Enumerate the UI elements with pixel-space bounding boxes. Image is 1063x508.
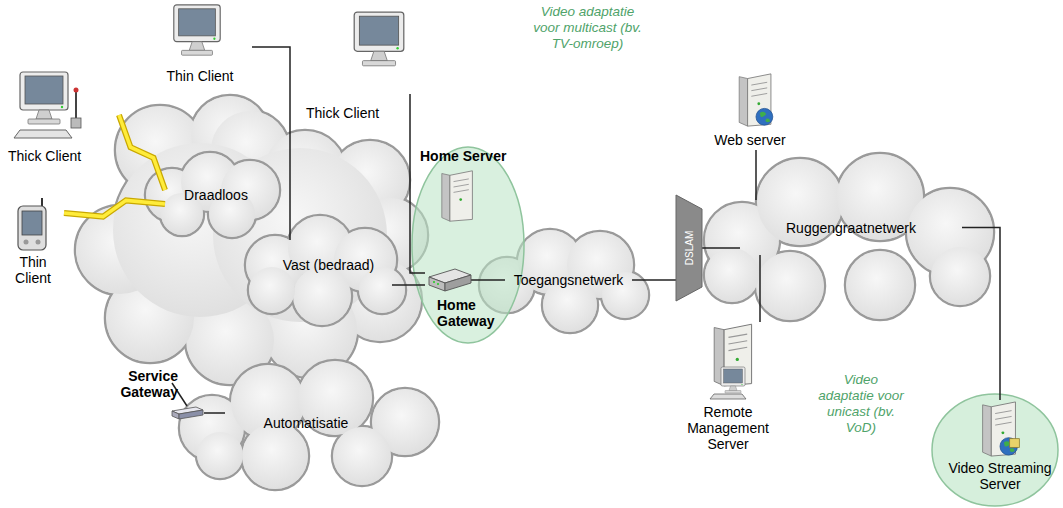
server-icon [440, 168, 476, 224]
home-server: Home Server [414, 148, 508, 228]
node-label: DSLAM [684, 231, 695, 265]
wireless-link [64, 200, 165, 216]
node-label: Thin Client [150, 68, 250, 84]
node-label: Video Streaming Server [946, 460, 1054, 492]
globe-icon [736, 72, 776, 128]
network-link [204, 413, 225, 414]
globeBox-icon [980, 400, 1020, 458]
node-label: Service Gateway [108, 368, 178, 400]
thick-icon [14, 70, 84, 142]
node-label: Remote Management Server [672, 404, 784, 452]
cloud-shape [75, 95, 428, 385]
network-link [252, 47, 290, 240]
thickTop-icon [348, 10, 410, 72]
thick-client: Thick Client [4, 70, 119, 170]
automation-cloud: Automatisatie [225, 405, 387, 441]
node-label: Toegangsnetwerk [505, 272, 632, 288]
web-server: Web server [700, 72, 802, 150]
cloud-shape [179, 360, 439, 490]
wired-cloud: Vast (bedraad) [265, 240, 392, 290]
node-label: Thin Client [4, 254, 62, 286]
node-label: Automatisatie [225, 415, 387, 431]
network-link [392, 285, 425, 286]
cloud-shape [245, 215, 406, 326]
node-label: Home Server [420, 148, 506, 164]
node-label: Thick Client [8, 148, 81, 164]
backbone-cloud: Ruggengraatnetwerk [740, 200, 962, 255]
pda-icon [12, 198, 52, 252]
cloud-shape [704, 153, 994, 321]
home-region-highlight [412, 147, 524, 343]
remote-icon [698, 322, 758, 400]
access-network-cloud: Toegangsnetwerk [505, 265, 632, 295]
node-label: Ruggengraatnetwerk [740, 220, 962, 236]
node-label: Draadloos [160, 187, 272, 203]
router-icon [425, 265, 473, 295]
network-link [702, 248, 740, 249]
network-link [962, 228, 1000, 401]
device-icon [170, 406, 204, 420]
node-label: Web server [700, 132, 800, 148]
network-link [410, 94, 425, 273]
service-gateway: Service Gateway [108, 368, 204, 424]
network-link [632, 280, 676, 281]
annotation-note: Video adaptatie voor unicast (bv. VoD) [818, 372, 904, 436]
thin-client: Thin Client [4, 198, 64, 292]
network-link [471, 280, 505, 281]
annotation-note: Video adaptatie voor multicast (bv. TV-o… [530, 4, 645, 52]
cloud-shape [145, 152, 280, 238]
management-server: Remote Management Server [672, 322, 786, 472]
home-gateway: Home Gateway [425, 265, 505, 345]
monitor-icon [168, 2, 226, 62]
streaming-region-highlight [932, 394, 1058, 506]
wireless-link [119, 115, 165, 190]
thick-client: Thick Client [302, 10, 414, 124]
network-link [756, 150, 757, 200]
thin-client: Thin Client [150, 2, 252, 88]
streaming-server: Video Streaming Server [946, 400, 1056, 500]
node-label: Vast (bedraad) [265, 257, 392, 273]
node-label: Thick Client [306, 105, 379, 121]
network-link [760, 255, 761, 322]
wireless-cloud: Draadloos [160, 178, 272, 212]
node-label: Home Gateway [437, 297, 503, 329]
dslam: DSLAM [676, 195, 702, 301]
network-clouds [75, 95, 994, 490]
